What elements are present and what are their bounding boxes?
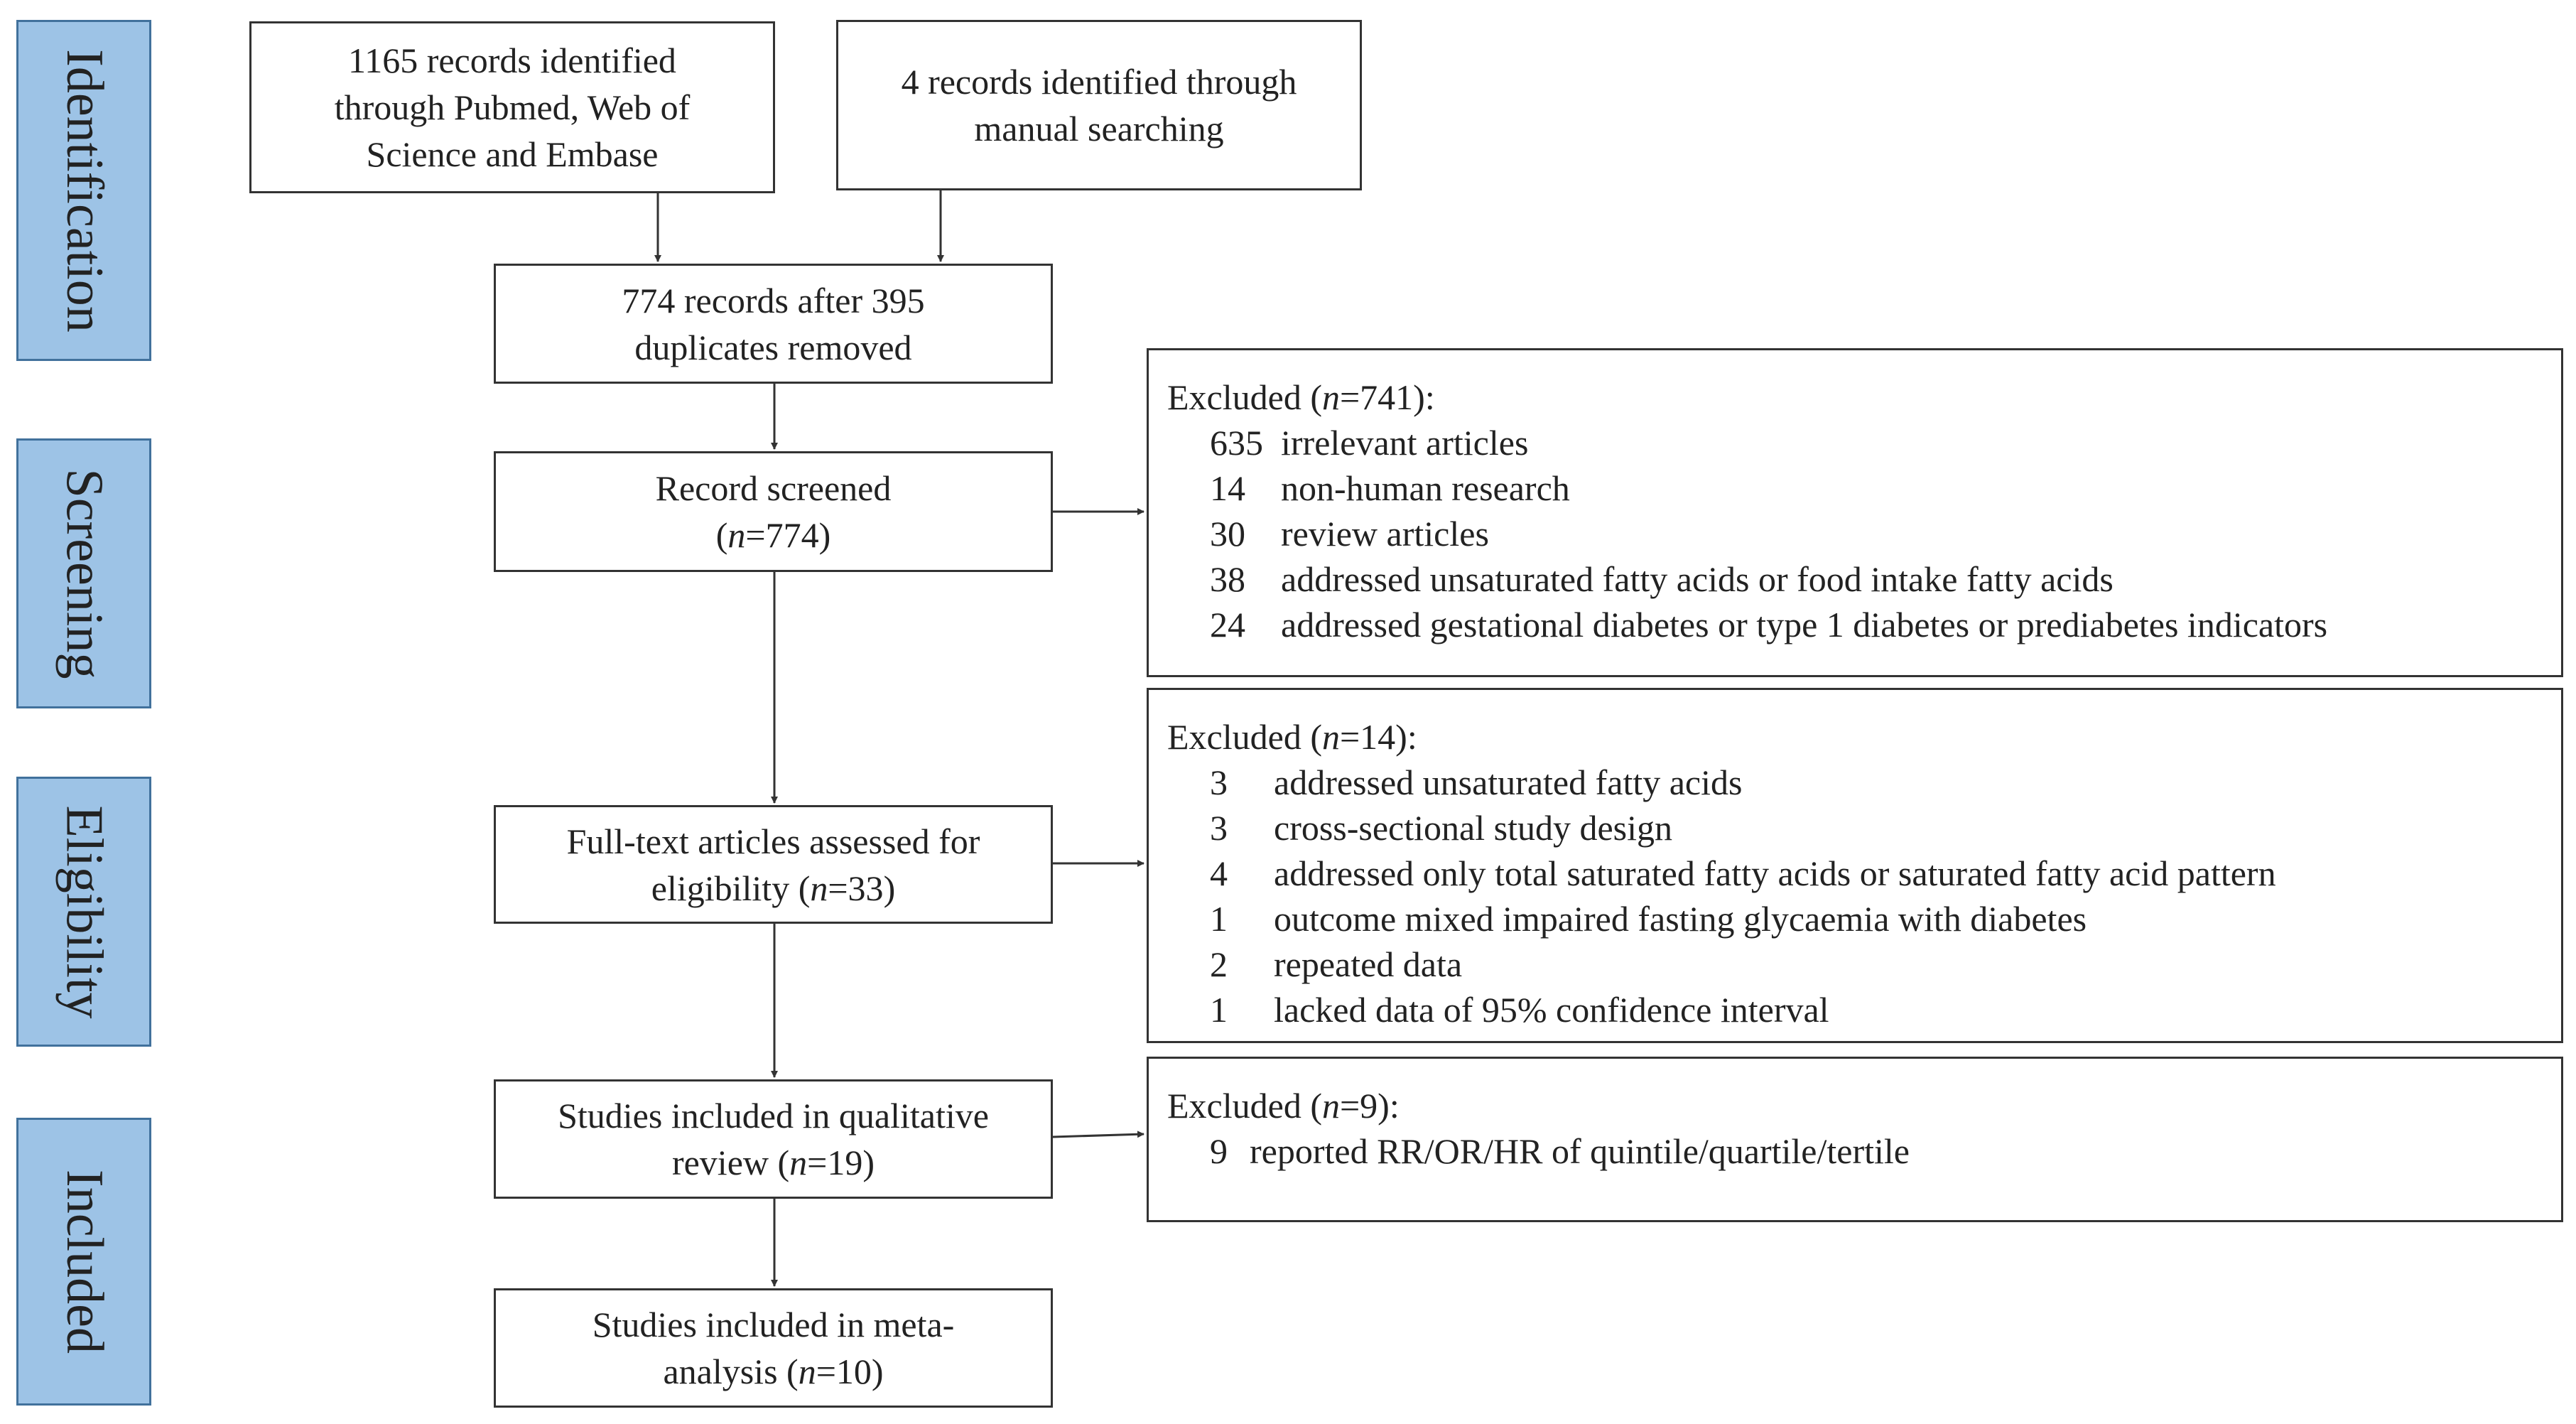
excluded-qualitative-header: Excluded (n=9): bbox=[1167, 1083, 2561, 1128]
records-screened-line-2: (n=774) bbox=[715, 515, 831, 555]
exclusion-reason: irrelevant articles bbox=[1281, 423, 1529, 463]
exclusion-count: 1 bbox=[1210, 899, 1228, 939]
box-database-records: 1165 records identified through Pubmed, … bbox=[249, 21, 775, 193]
n-symbol: n bbox=[789, 1143, 808, 1182]
exclusion-item: 4 addressed only total saturated fatty ac… bbox=[1210, 851, 2561, 896]
manual-records-line-2: manual searching bbox=[974, 109, 1224, 149]
n-symbol: n bbox=[727, 515, 746, 555]
exclusion-item: 3 addressed unsaturated fatty acids bbox=[1210, 760, 2561, 805]
arrow-qualitative-to-excluded bbox=[1052, 1131, 1144, 1138]
meta-line-2: analysis (n=10) bbox=[663, 1352, 884, 1391]
exclusion-item: 2 repeated data bbox=[1210, 942, 2561, 987]
database-records-line-2: through Pubmed, Web of bbox=[334, 87, 691, 127]
exclusion-item: 635 irrelevant articles bbox=[1210, 420, 2561, 465]
exclusion-item: 14 non-human research bbox=[1210, 465, 2561, 511]
exclusion-reason: non-human research bbox=[1281, 468, 1570, 508]
exclusion-item: 30 review articles bbox=[1210, 511, 2561, 556]
meta-count: =10 bbox=[816, 1352, 872, 1391]
exclusion-item: 24 addressed gestational diabetes or type… bbox=[1210, 602, 2561, 647]
records-screened-line-1: Record screened bbox=[655, 468, 892, 508]
database-records-line-1: 1165 records identified bbox=[348, 41, 676, 80]
exclusion-count: 1 bbox=[1210, 990, 1228, 1030]
box-excluded-qualitative: Excluded (n=9): 9 reported RR/OR/HR of qu… bbox=[1147, 1057, 2563, 1222]
excluded-screening-list: 635 irrelevant articles 14 non-human resear… bbox=[1167, 420, 2561, 647]
meta-line-1: Studies included in meta- bbox=[592, 1305, 955, 1344]
after-duplicates-line-1: 774 records after 395 bbox=[622, 280, 925, 320]
box-meta-analysis: Studies included in meta- analysis (n=10… bbox=[494, 1288, 1053, 1408]
box-manual-records: 4 records identified through manual sear… bbox=[836, 20, 1362, 190]
exclusion-reason: lacked data of 95% confidence interval bbox=[1274, 990, 1829, 1030]
records-screened-count: =774 bbox=[745, 515, 819, 555]
exclusion-count: 30 bbox=[1210, 514, 1245, 554]
exclusion-reason: reported RR/OR/HR of quintile/quartile/t… bbox=[1250, 1131, 1910, 1171]
exclusion-reason: addressed only total saturated fatty aci… bbox=[1274, 853, 2276, 893]
exclusion-item: 38 addressed unsaturated fatty acids or f… bbox=[1210, 556, 2561, 602]
exclusion-count: 3 bbox=[1210, 808, 1228, 848]
exclusion-reason: review articles bbox=[1281, 514, 1489, 554]
box-excluded-eligibility: Excluded (n=14): 3 addressed unsaturated … bbox=[1147, 688, 2563, 1043]
box-excluded-screening: Excluded (n=741): 635 irrelevant articles… bbox=[1147, 348, 2563, 677]
exclusion-reason: cross-sectional study design bbox=[1274, 808, 1673, 848]
exclusion-count: 24 bbox=[1210, 605, 1245, 644]
phase-eligibility: Eligibility bbox=[16, 777, 151, 1047]
fulltext-line-2: eligibility (n=33) bbox=[651, 868, 896, 908]
fulltext-line-2-text: eligibility bbox=[651, 868, 799, 908]
phase-screening: Screening bbox=[16, 438, 151, 708]
exclusion-reason: outcome mixed impaired fasting glycaemia… bbox=[1274, 899, 2087, 939]
n-symbol: n bbox=[1321, 717, 1340, 757]
box-records-screened: Record screened (n=774) bbox=[494, 451, 1053, 572]
exclusion-reason: addressed unsaturated fatty acids bbox=[1274, 762, 1743, 802]
exclusion-count: 9 bbox=[1210, 1131, 1228, 1171]
exclusion-count: 3 bbox=[1210, 762, 1228, 802]
exclusion-item: 3 cross-sectional study design bbox=[1210, 805, 2561, 851]
fulltext-count: =33 bbox=[828, 868, 884, 908]
excluded-eligibility-header: Excluded (n=14): bbox=[1167, 714, 2561, 760]
excluded-screening-header: Excluded (n=741): bbox=[1167, 374, 2561, 420]
database-records-line-3: Science and Embase bbox=[366, 134, 659, 174]
box-fulltext-assessed: Full-text articles assessed for eligibil… bbox=[494, 805, 1053, 924]
n-symbol: n bbox=[1321, 1086, 1340, 1126]
qualitative-line-2-text: review bbox=[671, 1143, 778, 1182]
excluded-qualitative-list: 9 reported RR/OR/HR of quintile/quartile/… bbox=[1167, 1128, 2561, 1174]
box-after-duplicates: 774 records after 395 duplicates removed bbox=[494, 264, 1053, 384]
phase-identification: Identification bbox=[16, 20, 151, 361]
n-symbol: n bbox=[798, 1352, 816, 1391]
qualitative-count: =19 bbox=[807, 1143, 863, 1182]
exclusion-reason: addressed gestational diabetes or type 1… bbox=[1281, 605, 2328, 644]
exclusion-count: 14 bbox=[1210, 468, 1245, 508]
n-symbol: n bbox=[1321, 377, 1340, 417]
phase-included: Included bbox=[16, 1118, 151, 1406]
exclusion-count: 2 bbox=[1210, 944, 1228, 984]
excluded-screening-count: =741 bbox=[1339, 377, 1414, 417]
exclusion-count: 4 bbox=[1210, 853, 1228, 893]
box-qualitative-review: Studies included in qualitative review (… bbox=[494, 1079, 1053, 1199]
qualitative-line-1: Studies included in qualitative bbox=[558, 1096, 989, 1136]
exclusion-count: 38 bbox=[1210, 559, 1245, 599]
excluded-qualitative-count: =9 bbox=[1339, 1086, 1378, 1126]
excluded-eligibility-count: =14 bbox=[1339, 717, 1396, 757]
manual-records-line-1: 4 records identified through bbox=[901, 62, 1297, 102]
exclusion-item: 1 outcome mixed impaired fasting glycaemi… bbox=[1210, 896, 2561, 942]
n-symbol: n bbox=[810, 868, 828, 908]
exclusion-reason: repeated data bbox=[1274, 944, 1463, 984]
meta-line-2-text: analysis bbox=[663, 1352, 787, 1391]
excluded-eligibility-list: 3 addressed unsaturated fatty acids 3 cross… bbox=[1167, 760, 2561, 1032]
after-duplicates-line-2: duplicates removed bbox=[634, 327, 912, 367]
fulltext-line-1: Full-text articles assessed for bbox=[566, 821, 980, 861]
exclusion-reason: addressed unsaturated fatty acids or foo… bbox=[1281, 559, 2114, 599]
qualitative-line-2: review (n=19) bbox=[671, 1143, 875, 1182]
exclusion-item: 9 reported RR/OR/HR of quintile/quartile/… bbox=[1210, 1128, 2561, 1174]
exclusion-count: 635 bbox=[1210, 423, 1263, 463]
exclusion-item: 1 lacked data of 95% confidence interval bbox=[1210, 987, 2561, 1032]
